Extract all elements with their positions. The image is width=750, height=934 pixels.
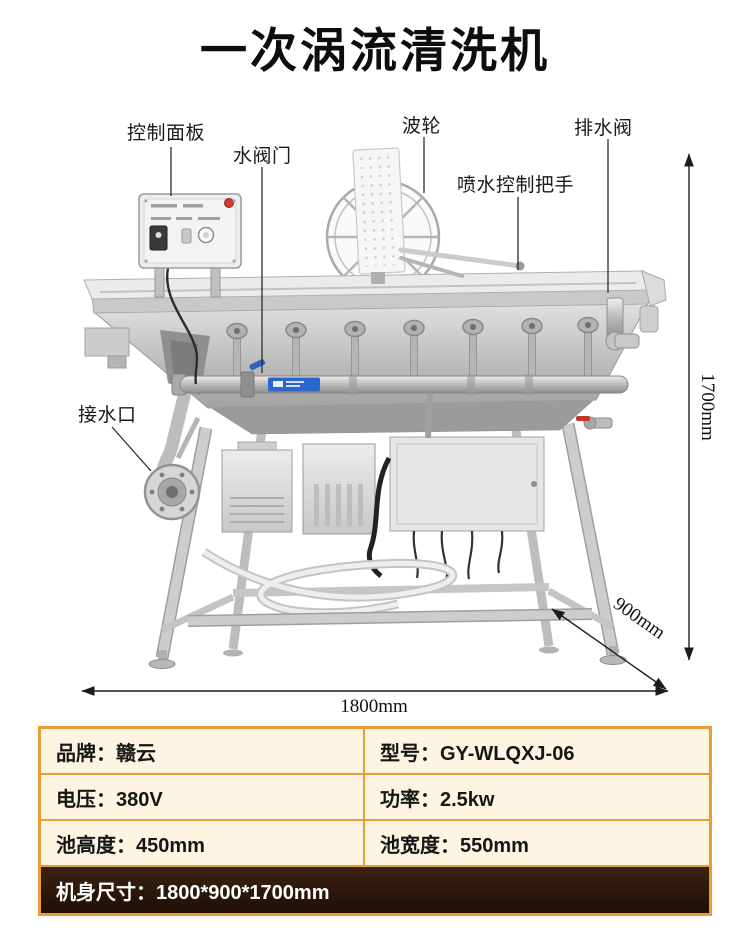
dim-depth-label: 900mm bbox=[609, 593, 669, 644]
splash-panel-bracket bbox=[371, 272, 385, 284]
spec-pool-width: 池宽度：550mm bbox=[379, 834, 529, 857]
spray-nozzles bbox=[226, 316, 599, 377]
callout-spray-handle: 喷水控制把手 bbox=[457, 175, 575, 196]
spec-pool-height: 池高度：450mm bbox=[41, 821, 365, 865]
spec-machine-size: 机身尺寸：1800*900*1700mm bbox=[56, 881, 330, 904]
callout-pulsator: 波轮 bbox=[402, 116, 442, 137]
spray-manifold bbox=[171, 359, 629, 439]
dimension-lines bbox=[81, 153, 694, 696]
spec-row-pool-size: 池高度：450mm 池宽度：550mm bbox=[41, 821, 709, 867]
callout-water-inlet: 接水口 bbox=[78, 405, 137, 426]
dim-width-label: 1800mm bbox=[340, 696, 408, 717]
spec-table: 品牌：赣云 型号：GY-WLQXJ-06 电压：380V 功率：2.5kw 池高… bbox=[38, 726, 712, 916]
spec-model: 型号：GY-WLQXJ-06 bbox=[379, 742, 575, 765]
callout-drain-valve: 排水阀 bbox=[574, 118, 633, 139]
spec-voltage: 电压：380V bbox=[41, 775, 365, 819]
control-panel bbox=[138, 193, 242, 385]
machine-figure: 1700mm 1800mm 900mm 控制面板 水阀门 波轮 排水阀 喷水控制… bbox=[0, 100, 750, 720]
pump-boxes bbox=[221, 441, 376, 535]
feet bbox=[148, 646, 627, 669]
machine-illustration: 1700mm 1800mm 900mm bbox=[81, 137, 718, 717]
callout-control-panel: 控制面板 bbox=[127, 123, 206, 144]
leader-lines bbox=[111, 137, 609, 472]
spec-row-voltage-power: 电压：380V 功率：2.5kw bbox=[41, 775, 709, 821]
spec-row-machine-size: 机身尺寸：1800*900*1700mm bbox=[41, 867, 709, 913]
electrical-box bbox=[366, 436, 545, 582]
tank-rim bbox=[83, 270, 667, 369]
spec-row-brand-model: 品牌：赣云 型号：GY-WLQXJ-06 bbox=[41, 729, 709, 775]
drain-valve-pipe bbox=[576, 297, 640, 430]
splash-panel bbox=[352, 147, 406, 275]
hose-coil bbox=[201, 548, 458, 618]
page-title: 一次涡流清洗机 bbox=[200, 24, 550, 77]
callout-water-valve: 水阀门 bbox=[233, 146, 292, 167]
dim-height-label: 1700mm bbox=[697, 373, 718, 441]
spec-power: 功率：2.5kw bbox=[379, 788, 495, 811]
water-inlet-pipe bbox=[143, 386, 201, 521]
spec-brand: 品牌：赣云 bbox=[41, 729, 365, 773]
